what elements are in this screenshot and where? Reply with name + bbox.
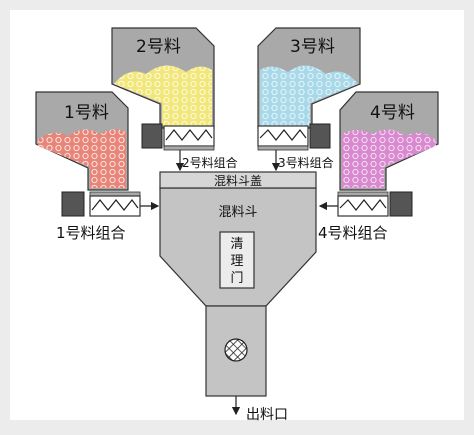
feeder-4 (318, 191, 413, 217)
screw-1 (91, 199, 139, 211)
clean-door-char-1: 清 (230, 237, 243, 252)
mixing-hopper: 混料斗盖 混料斗 清 理 门 (159, 171, 317, 416)
feeder-3 (257, 123, 331, 172)
hopper-3: 3号料 (257, 27, 361, 129)
screw-3 (259, 129, 307, 141)
mixer-lid-label: 混料斗盖 (214, 174, 262, 188)
mesh-screen (224, 338, 248, 362)
mixer-label: 混料斗 (218, 205, 257, 220)
motor-3 (309, 123, 331, 149)
screw-4 (339, 199, 387, 211)
screw-2 (165, 129, 213, 141)
hopper-4: 4号料 (339, 91, 439, 191)
group-4-label: 4号料组合 (318, 224, 388, 242)
motor-1 (61, 191, 85, 217)
hopper-1-label: 1号料 (64, 103, 109, 123)
feeder-2 (141, 123, 215, 172)
hopper-4-label: 4号料 (370, 103, 415, 123)
group-1-label: 1号料组合 (56, 224, 126, 242)
group-2-label: 2号料组合 (182, 155, 238, 170)
motor-4 (389, 191, 413, 217)
feeder-1 (61, 191, 160, 217)
hopper-2: 2号料 (111, 27, 215, 129)
hopper-2-label: 2号料 (136, 37, 181, 57)
clean-door (219, 231, 255, 289)
hopper-1: 1号料 (35, 91, 129, 191)
hopper-3-label: 3号料 (290, 37, 335, 57)
group-3-label: 3号料组合 (278, 155, 334, 170)
mixer-lid (159, 171, 317, 189)
motor-2 (141, 123, 163, 149)
clean-door-char-2: 理 (230, 254, 243, 269)
clean-door-char-3: 门 (230, 271, 243, 286)
outlet-label: 出料口 (246, 407, 288, 423)
